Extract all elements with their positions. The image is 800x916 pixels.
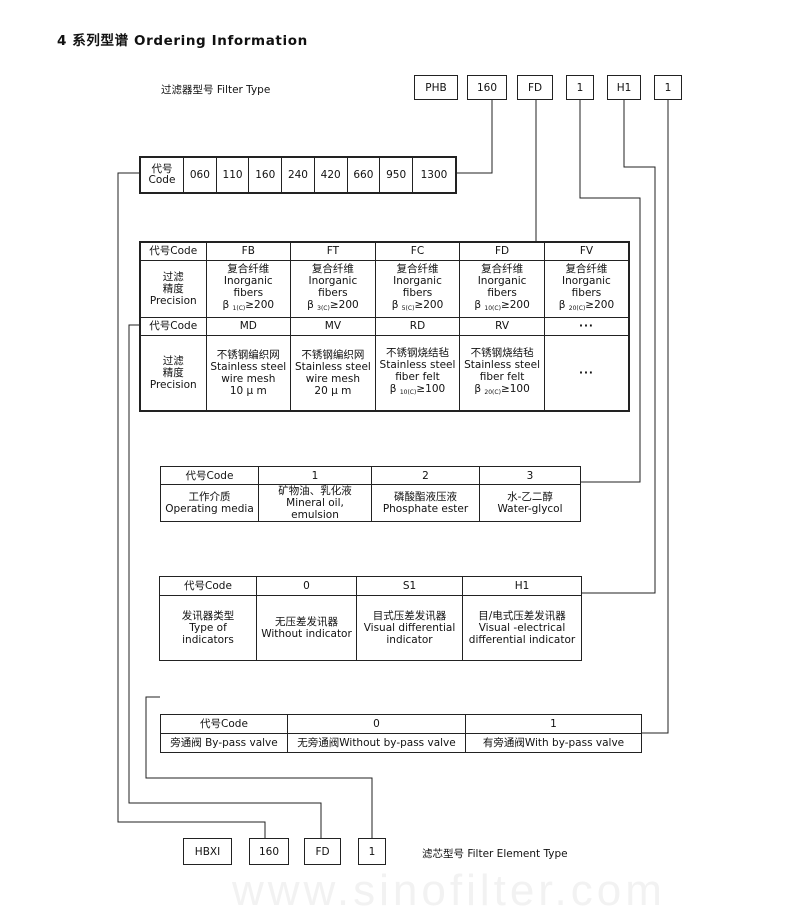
bypass-code-label: 代号Code bbox=[160, 714, 288, 734]
operating-code: 3 bbox=[479, 466, 581, 485]
indicator-code-label: 代号Code bbox=[159, 576, 257, 596]
element-type-box-hbxi: HBXI bbox=[183, 838, 232, 865]
operating-code: 2 bbox=[371, 466, 480, 485]
precision-label: 过滤 精度 Precision bbox=[139, 259, 207, 318]
media-code: FC bbox=[374, 241, 461, 261]
media-code-label: 代号Code bbox=[139, 316, 207, 336]
size-code: 060 bbox=[183, 156, 217, 194]
element-type-box-media: FD bbox=[304, 838, 341, 865]
operating-code: 1 bbox=[258, 466, 372, 485]
indicator-code: S1 bbox=[356, 576, 463, 596]
size-code: 420 bbox=[313, 156, 348, 194]
page-title: 4 系列型谱 Ordering Information bbox=[57, 33, 308, 49]
filter-type-box-indicator: H1 bbox=[607, 75, 641, 100]
filter-type-box-media: FD bbox=[517, 75, 553, 100]
bypass-valve-value: 有旁通阀With by-pass valve bbox=[465, 733, 642, 753]
media-code: FD bbox=[459, 241, 545, 261]
precision-cell: ··· bbox=[543, 334, 630, 412]
media-code: MD bbox=[205, 316, 292, 336]
bypass-valve-value: 无旁通阀Without by-pass valve bbox=[287, 733, 466, 753]
size-code: 1300 bbox=[412, 156, 457, 194]
filter-type-box-phb: PHB bbox=[414, 75, 458, 100]
indicator-code: 0 bbox=[256, 576, 357, 596]
size-code: 110 bbox=[215, 156, 250, 194]
filter-type-box-bypass: 1 bbox=[654, 75, 682, 100]
watermark: www.sinofilter.com bbox=[232, 866, 666, 915]
media-code: FT bbox=[290, 241, 376, 261]
media-code: FB bbox=[205, 241, 292, 261]
size-code: 240 bbox=[281, 156, 315, 194]
bypass-valve-label: 旁通阀 By-pass valve bbox=[160, 733, 288, 753]
filter-type-box-size: 160 bbox=[467, 75, 507, 100]
filter-type-box-operating: 1 bbox=[566, 75, 594, 100]
operating-code-label: 代号Code bbox=[160, 466, 259, 485]
size-code: 660 bbox=[346, 156, 381, 194]
bypass-code: 0 bbox=[287, 714, 466, 734]
media-code: FV bbox=[543, 241, 630, 261]
size-code: 160 bbox=[248, 156, 283, 194]
element-type-box-size: 160 bbox=[249, 838, 289, 865]
indicator-code: H1 bbox=[462, 576, 582, 596]
media-code-label: 代号Code bbox=[139, 241, 207, 261]
media-table: 代号Code FB FT FC FD FV 过滤 精度 Precision 复合… bbox=[139, 241, 630, 412]
precision-label: 过滤 精度 Precision bbox=[139, 334, 207, 412]
bypass-code: 1 bbox=[465, 714, 642, 734]
media-code: RV bbox=[459, 316, 545, 336]
media-code: MV bbox=[290, 316, 376, 336]
size-code: 950 bbox=[379, 156, 413, 194]
media-code: ··· bbox=[543, 316, 630, 336]
element-type-label: 滤芯型号 Filter Element Type bbox=[422, 848, 568, 860]
media-code: RD bbox=[374, 316, 461, 336]
filter-type-label: 过滤器型号 Filter Type bbox=[161, 84, 271, 96]
element-type-box-bypass: 1 bbox=[358, 838, 386, 865]
bypass-table: 代号Code 0 1 旁通阀 By-pass valve 无旁通阀Without… bbox=[160, 714, 642, 753]
